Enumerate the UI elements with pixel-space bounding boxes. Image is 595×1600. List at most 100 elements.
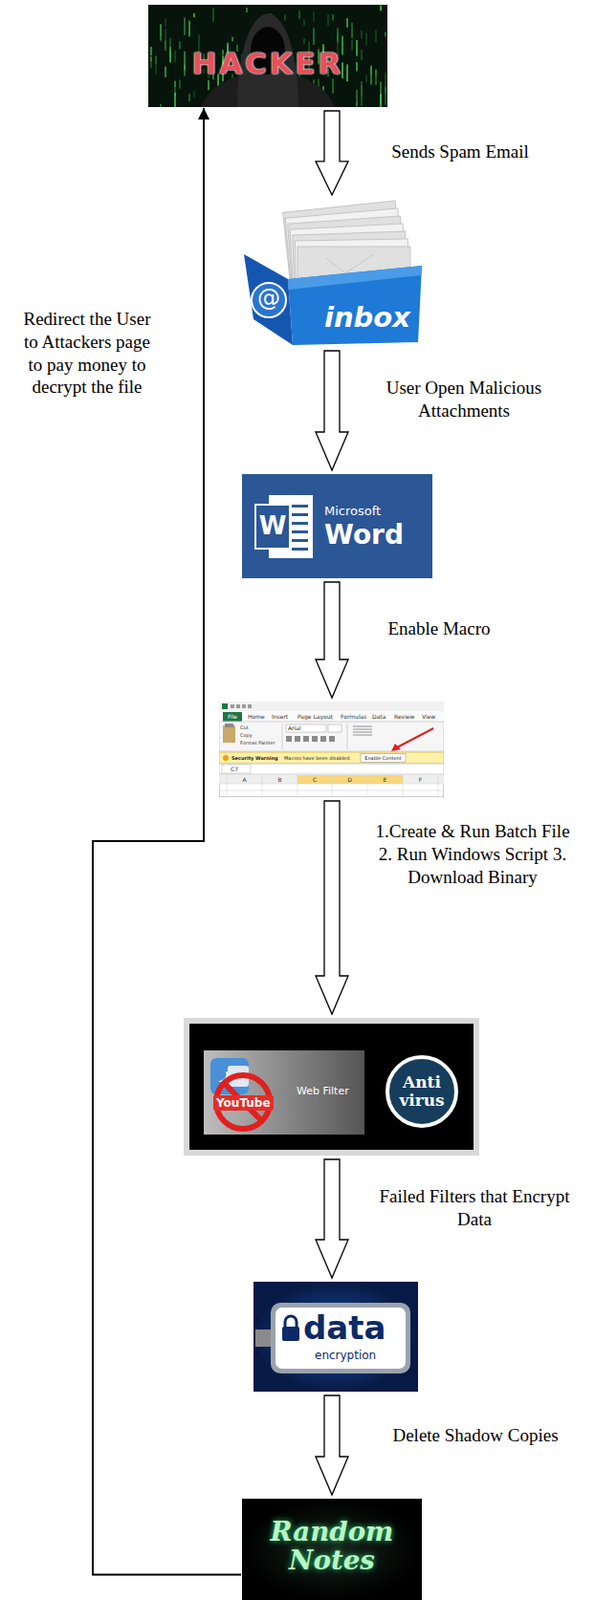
node-text: C bbox=[297, 777, 332, 784]
illustration-part bbox=[219, 775, 444, 785]
illustration-part bbox=[255, 505, 290, 550]
inbox-image: @ inbox bbox=[240, 198, 424, 348]
illustration-part bbox=[438, 775, 440, 798]
illustration-part bbox=[282, 724, 284, 750]
node-text: data bbox=[303, 1312, 386, 1345]
illustration-part bbox=[326, 254, 375, 274]
illustration-part bbox=[219, 711, 444, 723]
block-arrow bbox=[315, 351, 349, 471]
node-text: C7 bbox=[230, 767, 239, 773]
illustration-part bbox=[188, 93, 191, 102]
illustration-part bbox=[236, 705, 241, 709]
illustration-part bbox=[222, 726, 236, 744]
illustration-part bbox=[219, 791, 444, 793]
illustration-part bbox=[219, 702, 444, 798]
node-text: encryption bbox=[314, 1350, 376, 1363]
illustration-part bbox=[174, 50, 177, 63]
illustration-part bbox=[291, 530, 309, 534]
illustration-part bbox=[320, 736, 327, 743]
illustration-part bbox=[219, 752, 444, 765]
illustration-part bbox=[219, 764, 444, 775]
illustration-part bbox=[253, 1282, 419, 1393]
illustration-part bbox=[150, 56, 153, 62]
illustration-part bbox=[360, 754, 406, 764]
illustration-part bbox=[242, 474, 433, 579]
excel-screenshot: FileHomeInsertPage LayoutFormulasDataRev… bbox=[219, 702, 444, 798]
illustration-part bbox=[391, 744, 401, 752]
edge-label: 1.Create & Run Batch File 2. Run Windows… bbox=[374, 820, 572, 889]
node-text: Data bbox=[372, 714, 386, 721]
illustration-part bbox=[150, 46, 153, 56]
illustration-part bbox=[352, 729, 373, 731]
illustration-part bbox=[212, 7, 215, 23]
node-text: Cut bbox=[240, 726, 249, 731]
illustration-part bbox=[282, 1327, 300, 1343]
random-notes-image: Random Notes bbox=[242, 1499, 422, 1600]
edge-label: Enable Macro bbox=[343, 617, 535, 641]
illustration-part bbox=[169, 38, 172, 50]
node-text: Enable Content bbox=[360, 756, 406, 762]
illustration-part bbox=[286, 736, 292, 743]
illustration-part bbox=[222, 755, 229, 762]
node-text: Arial bbox=[287, 726, 302, 732]
illustration-part bbox=[298, 10, 301, 20]
illustration-part bbox=[402, 775, 404, 798]
illustration-part bbox=[379, 94, 382, 108]
node-text: Review bbox=[394, 714, 415, 721]
illustration-part bbox=[311, 736, 318, 743]
node-text: inbox bbox=[324, 304, 420, 332]
node-text: Formulas bbox=[340, 714, 367, 721]
illustration-part bbox=[270, 1303, 411, 1375]
node-text: A bbox=[226, 777, 263, 784]
illustration-part bbox=[360, 85, 363, 107]
illustration-part bbox=[174, 81, 177, 97]
illustration-part bbox=[245, 7, 248, 13]
illustration-part bbox=[247, 705, 252, 709]
illustration-part bbox=[355, 62, 358, 71]
block-arrow bbox=[315, 1396, 349, 1497]
illustration-part bbox=[164, 29, 167, 49]
illustration-part bbox=[355, 40, 358, 57]
node-text: File bbox=[222, 714, 243, 721]
illustration-part bbox=[275, 1308, 406, 1370]
illustration-part bbox=[297, 775, 299, 798]
illustration-part bbox=[183, 1018, 480, 1157]
node-text: D bbox=[331, 777, 368, 784]
node-text: Random Notes bbox=[242, 1519, 422, 1578]
illustration-part bbox=[303, 736, 309, 743]
illustration-part bbox=[370, 66, 373, 86]
illustration-part bbox=[360, 30, 363, 39]
illustration-part bbox=[183, 51, 186, 71]
illustration-part bbox=[178, 80, 181, 89]
block-arrow bbox=[315, 801, 349, 1015]
edge-label: User Open Malicious Attachments bbox=[368, 376, 560, 423]
illustration-part bbox=[336, 30, 339, 44]
illustration-part bbox=[221, 765, 251, 774]
illustration-part bbox=[291, 522, 309, 526]
illustration-part bbox=[193, 13, 196, 18]
illustration-part bbox=[329, 736, 335, 743]
illustration-part bbox=[224, 724, 234, 728]
illustration-part bbox=[352, 727, 373, 728]
filter-antivirus-image: YouTubeWeb FilterAnti virus bbox=[183, 1018, 480, 1157]
illustration-part bbox=[384, 31, 387, 37]
illustration-part bbox=[284, 15, 287, 22]
illustration-part bbox=[291, 513, 309, 517]
illustration-part bbox=[222, 712, 243, 723]
illustration-part bbox=[262, 775, 264, 798]
illustration-part bbox=[287, 265, 422, 346]
node-text: Page Layout bbox=[297, 714, 333, 721]
illustration-part bbox=[159, 104, 162, 108]
node-text: @ bbox=[252, 286, 286, 310]
edge-label: Failed Filters that Encrypt Data bbox=[367, 1186, 583, 1233]
illustration-part bbox=[374, 69, 377, 86]
illustration-part bbox=[291, 505, 309, 508]
illustration-part bbox=[221, 704, 228, 710]
illustration-part bbox=[188, 21, 191, 38]
illustration-part bbox=[351, 40, 353, 51]
node-text: View bbox=[421, 714, 436, 721]
illustration-part bbox=[240, 198, 424, 348]
illustration-part bbox=[327, 14, 330, 26]
node-text: E bbox=[367, 777, 403, 784]
